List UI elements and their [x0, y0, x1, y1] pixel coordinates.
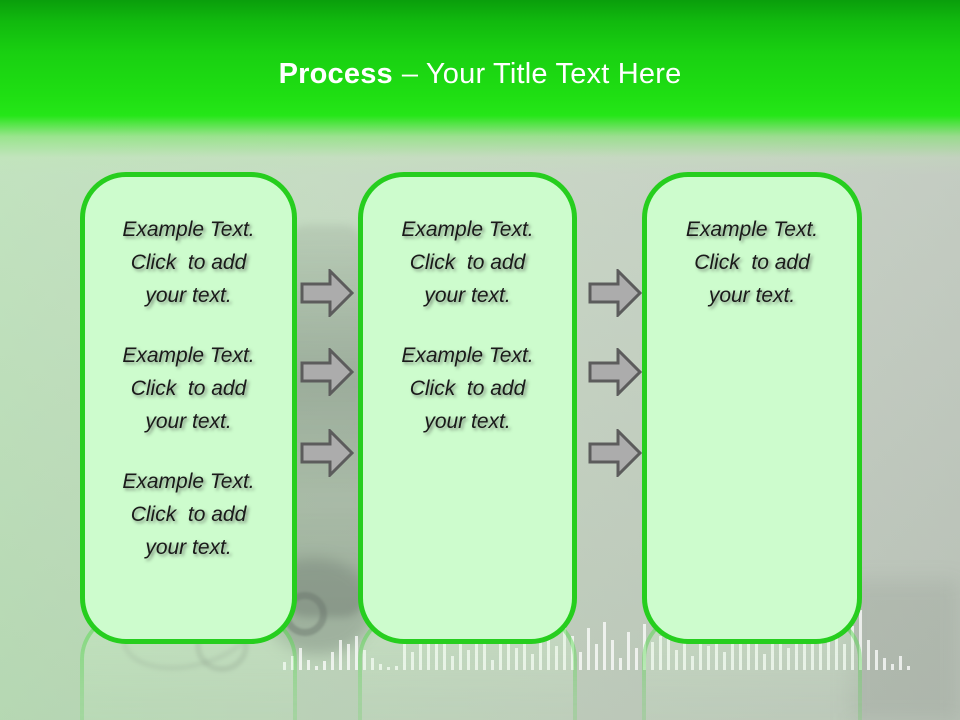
title-bold-text: Process [278, 58, 393, 90]
process-box-1[interactable]: Example Text. Click to add your text. Ex… [80, 172, 297, 644]
equalizer-bar [595, 644, 598, 670]
equalizer-bar [299, 648, 302, 670]
placeholder-text[interactable]: Example Text. Click to add your text. [122, 218, 255, 307]
equalizer-bar [307, 660, 310, 670]
equalizer-bar [323, 661, 326, 670]
process-box-3[interactable]: Example Text. Click to add your text. [642, 172, 862, 644]
placeholder-text[interactable]: Example Text. Click to add your text. [122, 470, 255, 559]
equalizer-bar [619, 658, 622, 670]
process-box-2[interactable]: Example Text. Click to add your text. Ex… [358, 172, 577, 644]
placeholder-text[interactable]: Example Text. Click to add your text. [685, 218, 819, 307]
title-rest-text: – Your Title Text Here [401, 58, 682, 90]
placeholder-text[interactable]: Example Text. Click to add your text. [401, 344, 534, 433]
header-band [0, 0, 960, 175]
equalizer-bar [331, 652, 334, 670]
equalizer-bar [899, 656, 902, 670]
equalizer-bar [587, 628, 590, 670]
placeholder-text[interactable]: Example Text. Click to add your text. [122, 344, 255, 433]
equalizer-bar [907, 666, 910, 670]
equalizer-bar [315, 666, 318, 670]
equalizer-bar [339, 640, 342, 670]
equalizer-bar [883, 658, 886, 670]
equalizer-bar [347, 644, 350, 670]
slide-title[interactable]: Process– Your Title Text Here [0, 56, 960, 92]
right-arrow-icon [300, 269, 354, 317]
equalizer-bar [635, 648, 638, 670]
equalizer-bar [891, 664, 894, 670]
right-arrow-icon [588, 348, 642, 396]
equalizer-bar [627, 632, 630, 670]
equalizer-bar [875, 650, 878, 670]
right-arrow-icon [300, 348, 354, 396]
right-arrow-icon [300, 429, 354, 477]
equalizer-bar [611, 640, 614, 670]
right-arrow-icon [588, 269, 642, 317]
equalizer-bar [579, 652, 582, 670]
equalizer-bar [867, 640, 870, 670]
corner-shade [850, 580, 960, 720]
right-arrow-icon [588, 429, 642, 477]
equalizer-bar [603, 622, 606, 670]
placeholder-text[interactable]: Example Text. Click to add your text. [401, 218, 534, 307]
